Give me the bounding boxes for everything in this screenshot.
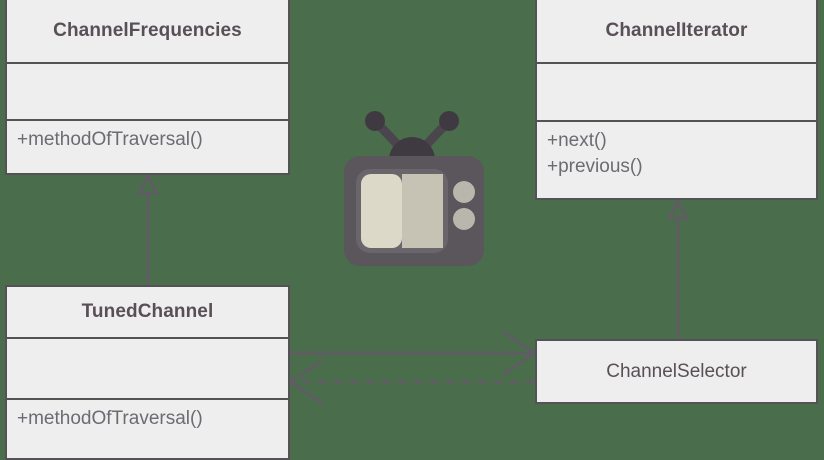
class-name-label: ChannelSelector [606,360,747,382]
class-box-tuned-channel[interactable]: TunedChannel +methodOfTraversal() [5,285,290,460]
class-name-compartment: ChannelIterator [537,0,816,62]
class-operations-compartment: +methodOfTraversal() [7,119,288,173]
class-name-label: ChannelFrequencies [53,20,242,41]
generalization-channelselector-to-channeliterator [666,197,690,339]
class-attributes-compartment [7,62,288,119]
generalization-tunedchannel-to-channelfrequencies [136,172,160,285]
class-operations-compartment: +methodOfTraversal() [7,398,288,458]
television-screen-light-half [361,174,402,248]
class-attributes-compartment [7,337,288,398]
operation-item: +next() [547,130,607,151]
class-name-compartment: ChannelFrequencies [7,0,288,62]
class-operations-compartment: +next() +previous() [537,120,816,198]
antenna-base-dome [389,137,435,160]
operation-item: +methodOfTraversal() [17,408,203,429]
hollow-triangle-arrowhead-right [666,197,690,220]
class-name-compartment: TunedChannel [7,287,288,337]
operation-item: +methodOfTraversal() [17,129,203,150]
television-antennas [365,111,459,165]
dependency-channelselector-to-tunedchannel [287,359,535,405]
hollow-triangle-arrowhead-left [136,172,160,195]
class-box-channel-frequencies[interactable]: ChannelFrequencies +methodOfTraversal() [5,0,290,175]
antenna-left-knob [365,111,385,131]
operation-item: +previous() [547,156,643,177]
antenna-right-knob [439,111,459,131]
television-screen-dark-round [433,174,443,248]
television-knob-lower [453,208,475,230]
class-box-channel-iterator[interactable]: ChannelIterator +next() +previous() [535,0,818,200]
class-name-compartment: ChannelSelector [537,341,816,402]
open-arrowhead-left [287,359,323,405]
class-name-label: TunedChannel [81,301,214,322]
class-attributes-compartment [537,62,816,120]
television-knob-upper [453,181,475,203]
class-box-channel-selector[interactable]: ChannelSelector [535,339,818,404]
class-name-label: ChannelIterator [605,20,748,41]
